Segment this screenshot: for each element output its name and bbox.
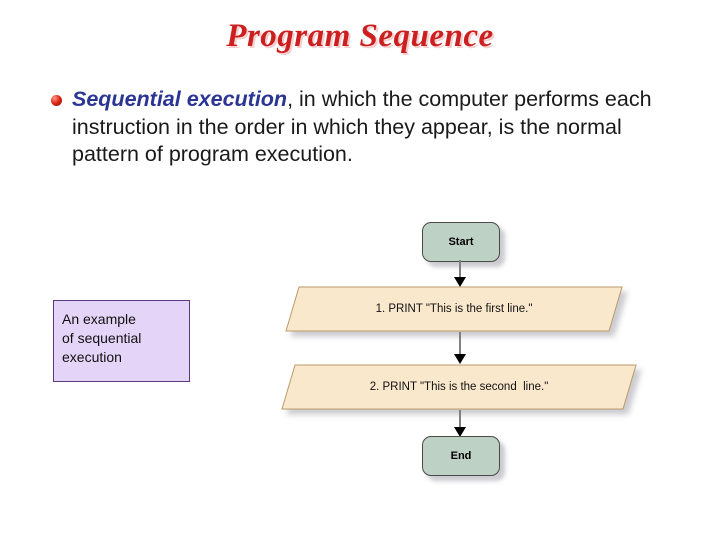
callout-text: An example of sequential execution (62, 311, 142, 365)
page-title: Program Sequence (226, 18, 494, 54)
arrow-down-icon (454, 277, 466, 287)
bullet-text: Sequential execution, in which the compu… (72, 86, 662, 169)
flow-connector-start-to-io1 (454, 260, 466, 287)
parallelogram-shape-icon (281, 364, 637, 410)
flow-node-start: Start (422, 222, 500, 262)
callout-box: An example of sequential execution (53, 300, 190, 382)
connector-line (459, 410, 461, 428)
bullet-paragraph: Sequential execution, in which the compu… (46, 86, 662, 169)
flow-node-end-label: End (450, 450, 472, 462)
arrow-down-icon (454, 354, 466, 364)
bullet-rest-text: , in which the computer performs each in… (72, 87, 652, 166)
sphere-bullet-icon (51, 95, 62, 106)
flow-node-io2-label: 2. PRINT "This is the second line." (369, 381, 549, 393)
connector-line (459, 260, 461, 278)
flow-node-io1: 1. PRINT "This is the first line." (285, 286, 623, 332)
flow-node-end: End (422, 436, 500, 476)
flow-node-io1-label: 1. PRINT "This is the first line." (375, 303, 533, 315)
parallelogram-shape-icon (285, 286, 623, 332)
flow-connector-io2-to-end (454, 410, 466, 438)
arrow-down-icon (454, 427, 466, 437)
flow-node-start-label: Start (448, 236, 474, 248)
flow-node-io2: 2. PRINT "This is the second line." (281, 364, 637, 410)
flow-connector-io1-to-io2 (454, 332, 466, 365)
bullet-lead-term: Sequential execution (72, 87, 288, 111)
connector-line (459, 332, 461, 355)
